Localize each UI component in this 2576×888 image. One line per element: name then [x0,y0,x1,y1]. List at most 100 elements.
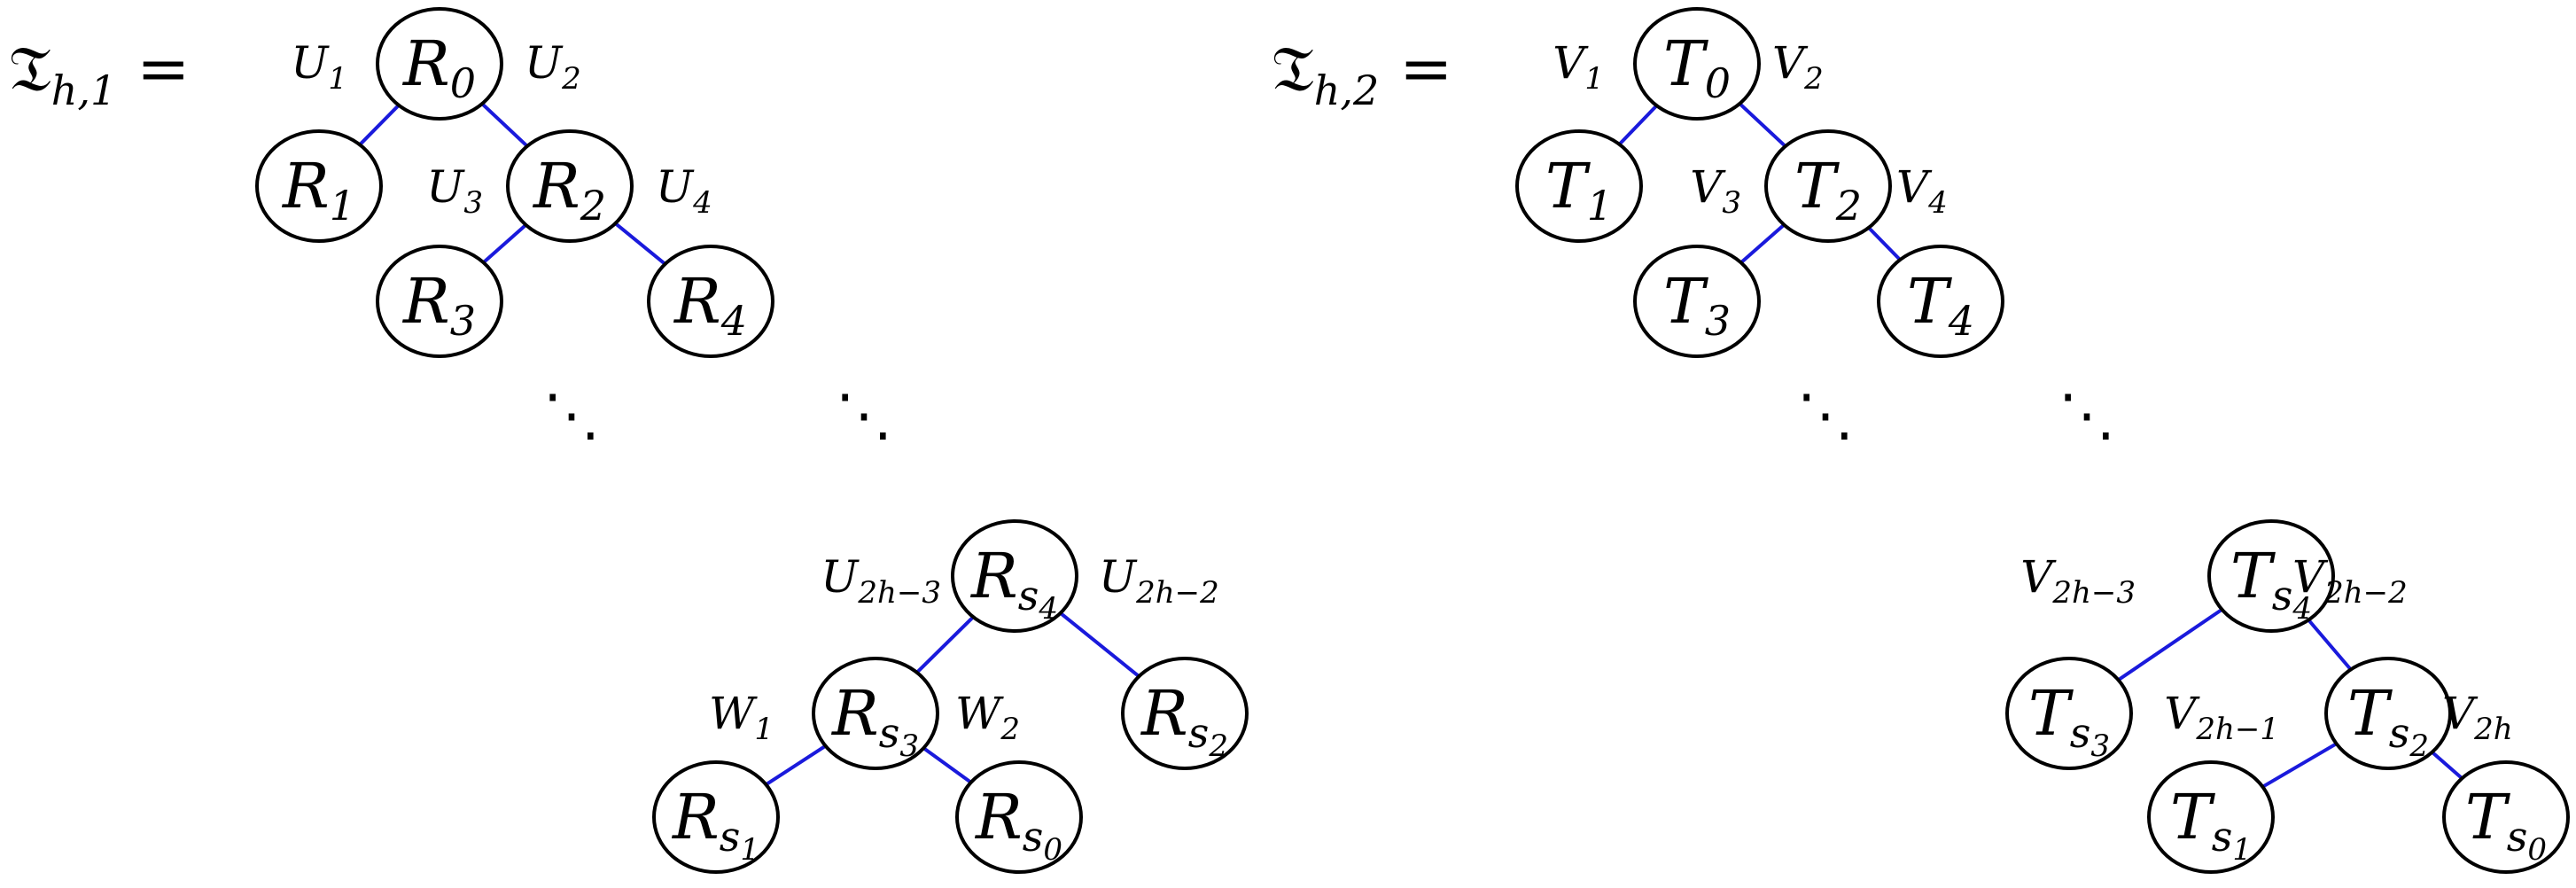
edge-label-Rs3-Rs0: W2 [955,688,1020,747]
node-label-R4: R4 [673,265,747,345]
edge-label-T0-T1: V1 [1553,37,1604,97]
node-label-Rs1: Rs1 [671,781,759,868]
edge-Rs4-Rs2 [1059,611,1140,678]
node-label-Rs0: Rs0 [974,781,1062,868]
node-Rs2: Rs2 [1121,657,1249,770]
node-ellipse-Rs3 [812,657,939,770]
edge-R0-R2 [480,102,529,148]
edge-R2-R4 [614,222,666,266]
edge-Rs3-Rs0 [922,746,972,784]
ellipsis-2-1: ⋱ [1797,383,1854,448]
node-R1: R1 [255,129,383,243]
node-label-T2: T2 [1794,150,1862,230]
node-label-Rs2: Rs2 [1140,677,1228,764]
node-label-R2: R2 [532,150,606,230]
edge-Rs3-Rs1 [765,744,827,786]
edge-label-Rs4-Rs2: U2h−2 [1099,551,1219,611]
edges-layer [358,102,2463,789]
edge-label-T2-T3: V3 [1690,161,1741,221]
node-label-Rs4: Rs4 [969,540,1058,627]
node-T2: T2 [1764,129,1892,243]
ellipsis-1-1: ⋱ [543,383,600,448]
node-ellipse-R0 [376,7,503,121]
titles-layer: 𝔗h,1 = ⋱ ⋱ 𝔗h,2 = ⋱ ⋱ [9,31,2115,448]
edge-T2-T3 [1739,223,1786,264]
edge-label-R0-R2: U2 [525,37,581,97]
edge-R2-R3 [482,223,527,264]
node-Ts3: Ts3 [2005,657,2133,770]
node-ellipse-T0 [1633,7,1761,121]
node-ellipse-T1 [1515,129,1643,243]
node-label-R0: R0 [401,27,476,107]
edge-label-R2-R4: U4 [656,161,712,221]
node-T1: T1 [1515,129,1643,243]
node-T0: T0 [1633,7,1761,121]
node-ellipse-Ts2 [2324,657,2452,770]
node-Rs3: Rs3 [812,657,939,770]
node-Rs4: Rs4 [951,519,1078,633]
node-ellipse-Ts1 [2147,760,2275,874]
node-Rs0: Rs0 [955,760,1083,874]
node-label-T3: T3 [1663,265,1731,345]
edge-label-Ts4-Ts3: V2h−3 [2020,551,2136,611]
edge-label-T2-T4: V4 [1896,161,1948,221]
edge-label-Rs4-Rs3: U2h−3 [821,551,941,611]
node-label-R1: R1 [281,150,355,230]
node-ellipse-Ts4 [2207,519,2335,633]
node-Ts1: Ts1 [2147,760,2275,874]
node-Ts2: Ts2 [2324,657,2452,770]
node-ellipse-Ts0 [2442,760,2570,874]
edge-Ts4-Ts2 [2307,619,2353,671]
edge-label-R0-R1: U1 [291,37,347,97]
edge-label-Ts2-Ts1: V2h−1 [2164,688,2279,747]
edge-label-Ts2-Ts0: V2h [2442,688,2513,747]
node-T4: T4 [1877,245,2004,358]
ellipsis-1-2: ⋱ [836,383,892,448]
node-R2: R2 [506,129,634,243]
node-label-T1: T1 [1545,150,1613,230]
ellipsis-2-2: ⋱ [2058,383,2115,448]
node-R3: R3 [376,245,503,358]
edge-R0-R1 [358,104,401,146]
node-label-Rs3: Rs3 [830,677,919,764]
node-label-Ts4: Ts4 [2230,540,2312,627]
node-label-Ts0: Ts0 [2465,781,2547,868]
node-label-Ts2: Ts2 [2347,677,2429,764]
edge-T0-T1 [1618,104,1658,146]
node-label-Ts1: Ts1 [2170,781,2252,868]
edge-Ts4-Ts3 [2117,608,2223,682]
edge-T2-T4 [1867,226,1902,261]
edge-label-Ts4-Ts2: V2h−2 [2292,551,2408,611]
node-ellipse-T4 [1877,245,2004,358]
tree-title-2: 𝔗h,2 = [1272,31,1452,114]
node-ellipse-Rs1 [652,760,780,874]
node-ellipse-T3 [1633,245,1761,358]
node-T3: T3 [1633,245,1761,358]
edge-Ts2-Ts0 [2431,751,2463,780]
edge-Ts2-Ts1 [2261,742,2338,789]
node-ellipse-R4 [647,245,774,358]
edge-label-T0-T2: V2 [1772,37,1824,97]
edge-label-R2-R3: U3 [426,161,483,221]
node-R4: R4 [647,245,774,358]
node-Ts4: Ts4 [2207,519,2335,633]
node-Ts0: Ts0 [2442,760,2570,874]
node-ellipse-T2 [1764,129,1892,243]
node-ellipse-Rs4 [951,519,1078,633]
node-ellipse-Rs0 [955,760,1083,874]
node-Rs1: Rs1 [652,760,780,874]
node-ellipse-R1 [255,129,383,243]
node-label-R3: R3 [401,265,476,345]
node-ellipse-Ts3 [2005,657,2133,770]
edge-label-Rs3-Rs1: W1 [709,688,774,747]
node-label-T4: T4 [1907,265,1974,345]
node-label-Ts3: Ts3 [2028,677,2110,764]
node-label-T0: T0 [1663,27,1731,107]
edge-T0-T2 [1738,102,1787,148]
node-ellipse-Rs2 [1121,657,1249,770]
edge-Rs4-Rs3 [915,615,975,674]
tree-title-1: 𝔗h,1 = [9,31,190,114]
node-ellipse-R2 [506,129,634,243]
